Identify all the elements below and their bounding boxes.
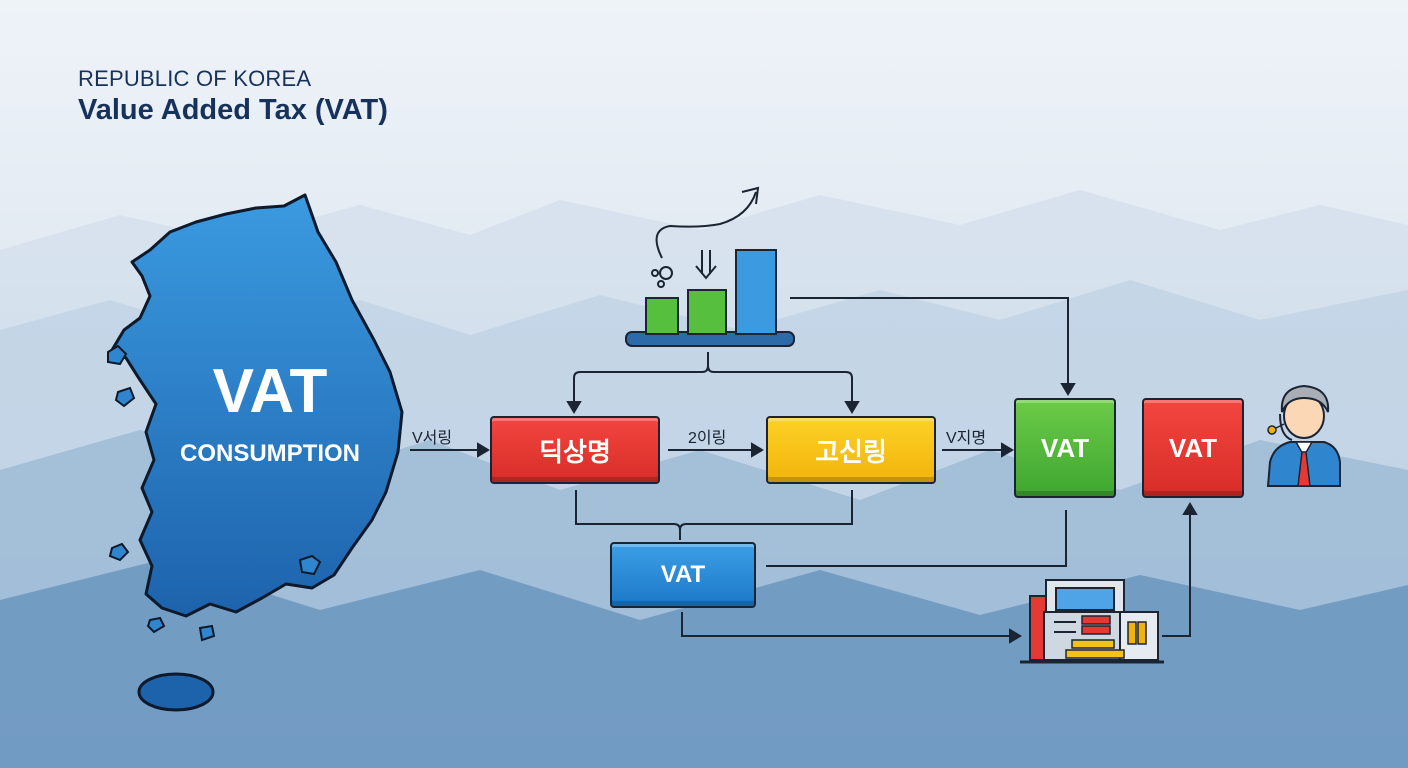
flow-box-red: 딕상명 bbox=[490, 416, 660, 484]
cash-register-icon bbox=[1020, 579, 1164, 664]
flow-box-green-vat: VAT bbox=[1014, 398, 1116, 498]
person-avatar-icon bbox=[1266, 384, 1341, 487]
map-consumption-label: CONSUMPTION bbox=[180, 440, 360, 467]
bar-chart-icon bbox=[625, 249, 795, 347]
header: REPUBLIC OF KOREA Value Added Tax (VAT) bbox=[78, 66, 388, 127]
edge-label-1: V서링 bbox=[412, 430, 453, 447]
down-arrow-icon bbox=[695, 250, 717, 280]
korea-map bbox=[107, 193, 404, 712]
edge-label-3: V지명 bbox=[946, 430, 987, 447]
jeju-island bbox=[137, 672, 215, 712]
flow-box-blue-vat: VAT bbox=[610, 542, 756, 608]
flow-box-yellow: 고신링 bbox=[766, 416, 936, 484]
flow-box-red-vat: VAT bbox=[1142, 398, 1244, 498]
connectors bbox=[410, 297, 1198, 644]
map-vat-label: VAT bbox=[212, 357, 328, 426]
country-label: REPUBLIC OF KOREA bbox=[78, 66, 312, 91]
trend-arrow-icon bbox=[655, 186, 760, 259]
edge-label-2: 2이링 bbox=[688, 430, 727, 447]
page-title: Value Added Tax (VAT) bbox=[78, 94, 388, 126]
